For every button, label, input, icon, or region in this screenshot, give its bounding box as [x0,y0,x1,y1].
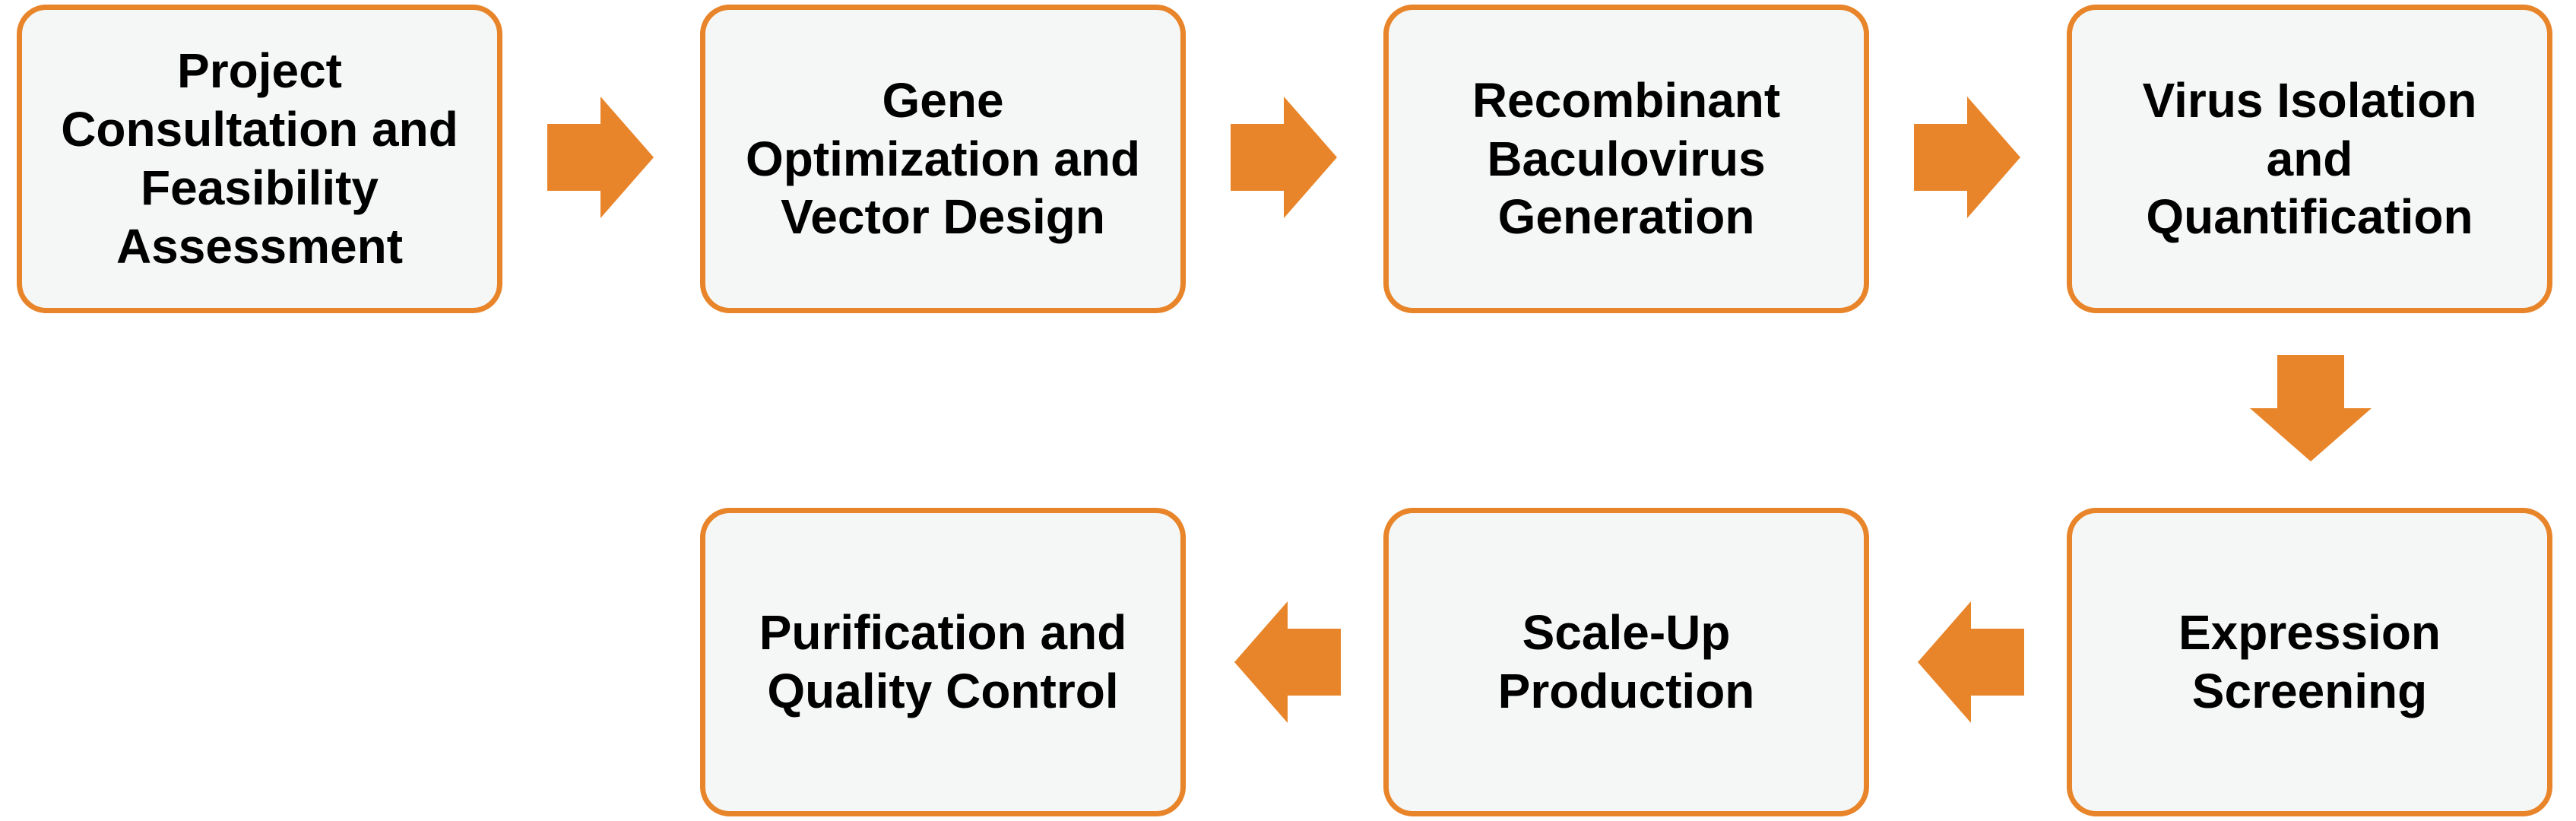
step-virus-isolation: Virus Isolation and Quantification [2067,5,2552,313]
arrow-right-icon [1231,97,1337,218]
step-label: Project Consultation and Feasibility Ass… [61,43,458,274]
step-purification-quality-control: Purification and Quality Control [700,508,1186,816]
step-gene-optimization: Gene Optimization and Vector Design [700,5,1186,313]
arrow-down-icon [2250,355,2372,461]
step-recombinant-baculovirus: Recombinant Baculovirus Generation [1383,5,1869,313]
arrow-right-icon [1914,97,2020,218]
arrow-left-icon [1234,601,1341,723]
arrow-right-icon [547,97,654,218]
step-project-consultation: Project Consultation and Feasibility Ass… [17,5,502,313]
arrow-left-icon [1918,601,2024,723]
step-label: Purification and Quality Control [759,605,1127,718]
step-scale-up-production: Scale-Up Production [1383,508,1869,816]
step-label: Recombinant Baculovirus Generation [1472,72,1781,245]
step-label: Gene Optimization and Vector Design [745,72,1141,245]
step-label: Expression Screening [2178,605,2441,718]
step-label: Scale-Up Production [1497,605,1755,718]
step-expression-screening: Expression Screening [2067,508,2552,816]
step-label: Virus Isolation and Quantification [2142,72,2477,245]
